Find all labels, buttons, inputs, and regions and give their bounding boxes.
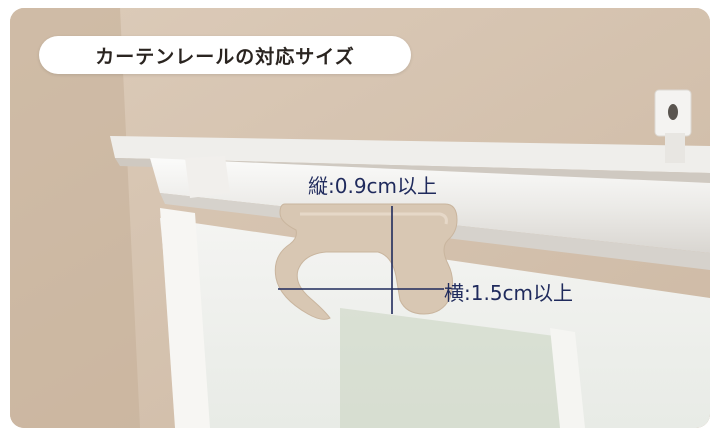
back-rail <box>110 136 710 173</box>
rail-profile-shape <box>274 203 458 320</box>
rail-left-end <box>185 156 230 198</box>
window-frame-left <box>160 208 210 428</box>
curtain-rail-scene <box>10 8 710 428</box>
bracket-screw-hole <box>668 104 678 120</box>
bracket-arm <box>665 133 685 163</box>
window-greenery <box>340 308 570 428</box>
window-mullion <box>550 328 585 428</box>
vertical-dimension-label: 縦:0.9cm以上 <box>308 174 438 198</box>
page-title: カーテンレールの対応サイズ <box>95 45 355 68</box>
rail-profile-highlight <box>300 212 448 225</box>
horizontal-dimension-label: 横:1.5cm以上 <box>444 281 574 305</box>
product-image-card: カーテンレールの対応サイズ 縦:0.9cm以上 横:1.5cm以上 <box>10 8 710 428</box>
left-wall-shadow <box>10 8 140 428</box>
title-pill: カーテンレールの対応サイズ <box>39 36 411 74</box>
